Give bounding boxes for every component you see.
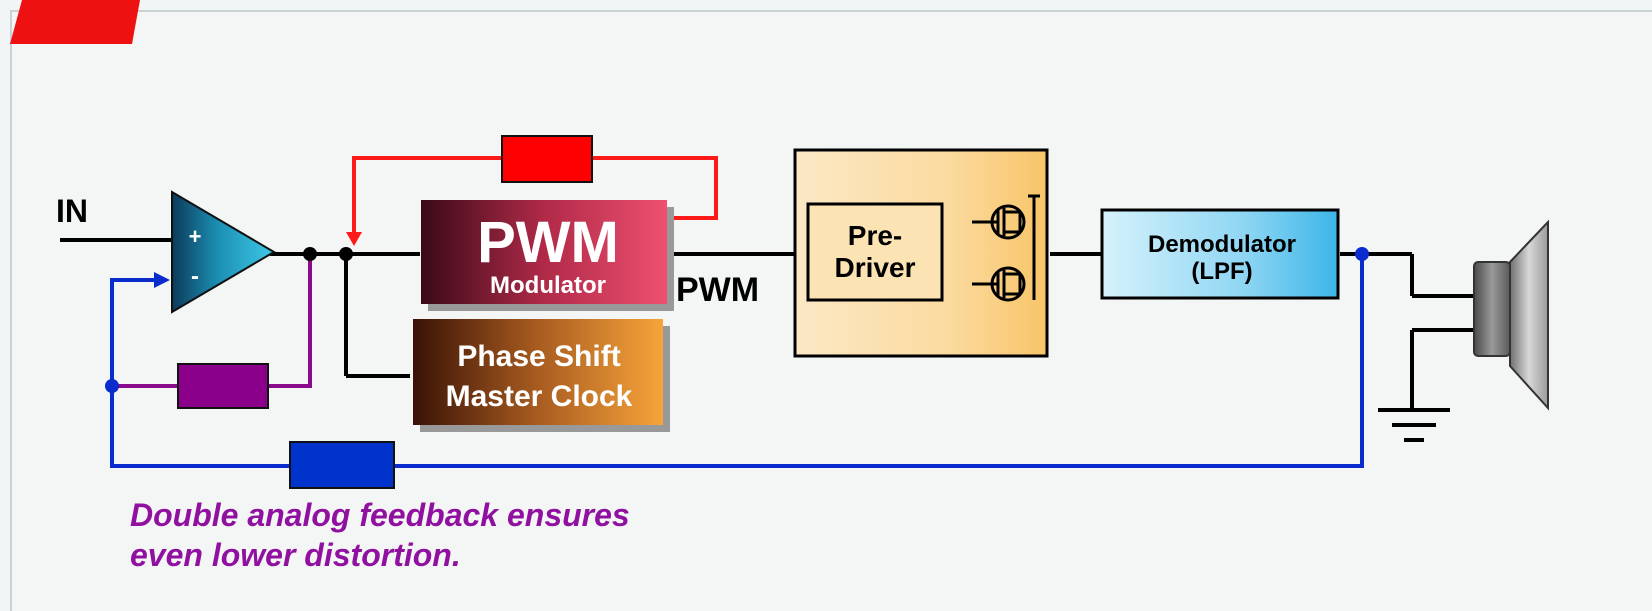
phase-clock-line1: Phase Shift xyxy=(457,340,620,373)
op-amp-minus: - xyxy=(191,263,199,290)
junction-dot xyxy=(303,247,317,261)
blue-feedback-resistor xyxy=(289,441,395,489)
speaker-icon xyxy=(1473,219,1549,411)
logo-shape xyxy=(10,0,140,44)
red-feedback-loop xyxy=(346,135,718,246)
demodulator-line1: Demodulator xyxy=(1148,231,1296,258)
pwm-signal-label: PWM xyxy=(676,271,759,309)
pwm-modulator-subtitle: Modulator xyxy=(490,272,606,299)
phase-clock-block xyxy=(413,319,663,425)
junction-dot xyxy=(339,247,353,261)
op-amp-plus: + xyxy=(189,224,202,249)
mosfet-icon xyxy=(972,194,1040,240)
pre-driver-block xyxy=(806,202,944,302)
pre-driver-line2: Driver xyxy=(835,252,916,283)
purple-feedback-resistor xyxy=(177,363,269,409)
blue-feedback-loop xyxy=(110,254,1364,489)
junction-dot xyxy=(105,379,119,393)
mosfet-icon xyxy=(972,234,1036,302)
pwm-modulator-title: PWM xyxy=(477,210,619,275)
caption-line1: Double analog feedback ensures xyxy=(130,497,630,533)
red-feedback-resistor xyxy=(501,135,593,183)
phase-clock-line2: Master Clock xyxy=(446,380,633,413)
caption-line2: even lower distortion. xyxy=(130,537,461,573)
purple-feedback-loop xyxy=(112,254,312,409)
op-amp xyxy=(171,190,276,314)
input-label: IN xyxy=(56,193,88,229)
junction-dot xyxy=(1355,247,1369,261)
ground-symbol xyxy=(1378,408,1450,442)
blue-arrowhead xyxy=(154,272,170,288)
demodulator-line2: (LPF) xyxy=(1191,258,1252,285)
red-arrowhead xyxy=(346,232,362,246)
pwm-modulator-block xyxy=(421,200,667,304)
pre-driver-line1: Pre- xyxy=(848,220,902,251)
demodulator-block xyxy=(1100,208,1340,300)
